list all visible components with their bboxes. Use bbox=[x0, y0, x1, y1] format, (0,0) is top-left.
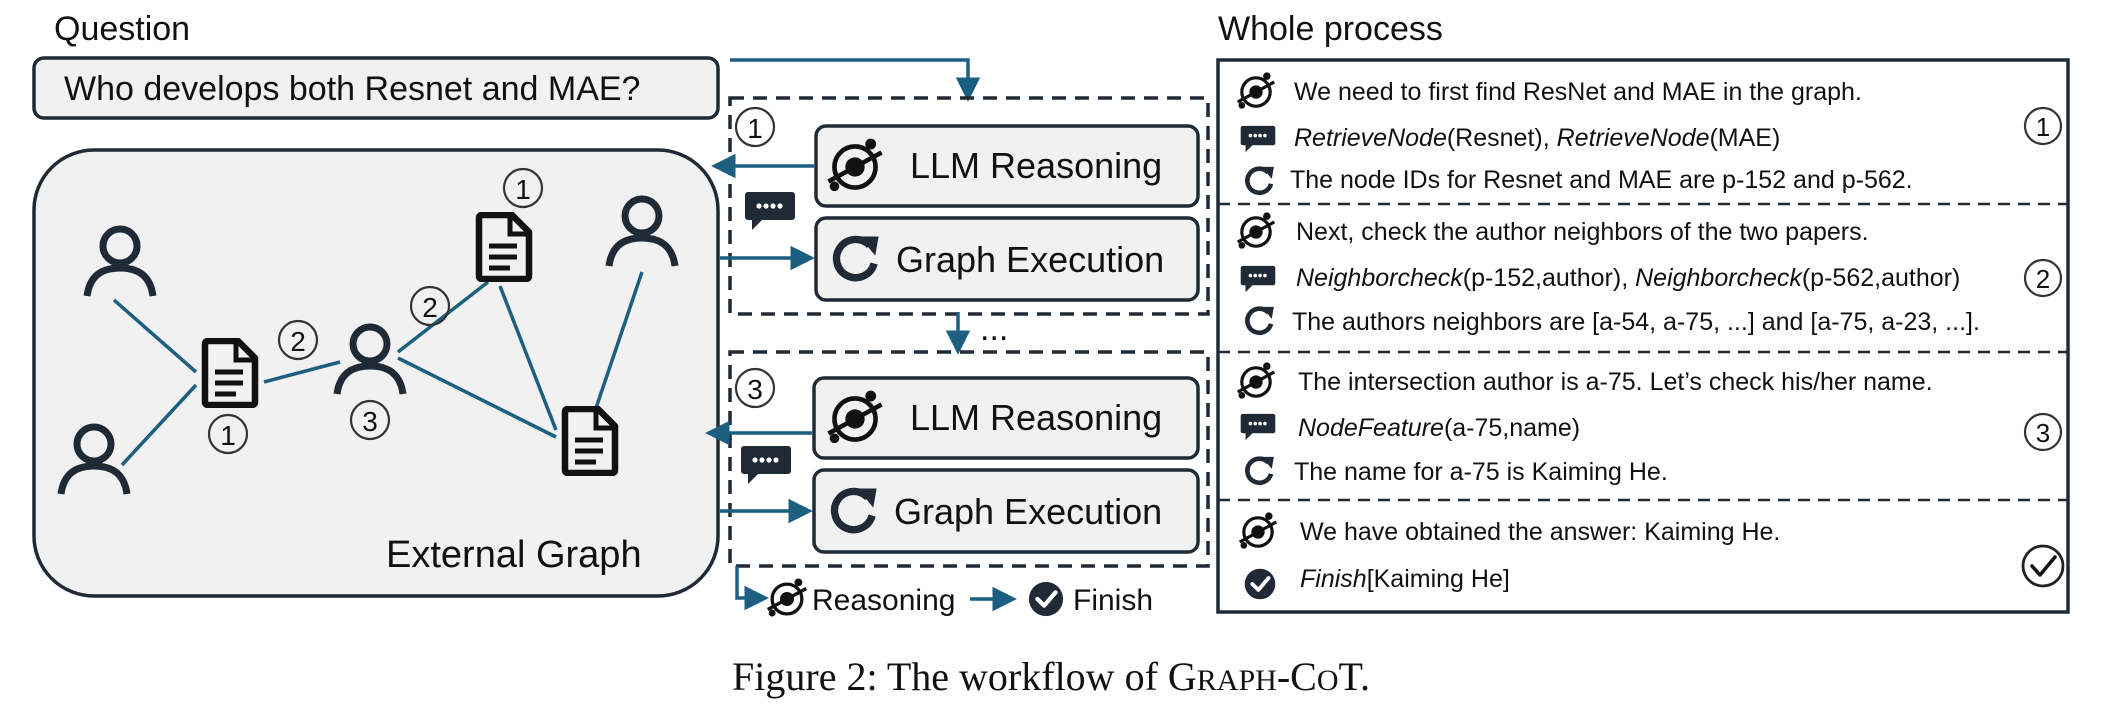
whole-process-heading: Whole process bbox=[1218, 10, 1443, 48]
step-thought: We need to first find ResNet and MAE in … bbox=[1294, 78, 1862, 106]
step-action: Finish[Kaiming He] bbox=[1300, 565, 1510, 593]
step-marker: 2 bbox=[2036, 264, 2050, 294]
graph-step-markers: 1 2 2 3 1 bbox=[207, 167, 544, 455]
whole-process-panel bbox=[1216, 58, 2070, 614]
question-to-reasoning-arrow bbox=[730, 58, 981, 102]
process-step-3: The intersection author is a-75. Let’s c… bbox=[1236, 362, 2063, 486]
step-marker: 1 bbox=[2036, 112, 2050, 142]
check-icon bbox=[1243, 567, 1277, 601]
llm-reasoning-label: LLM Reasoning bbox=[910, 145, 1162, 186]
legend-finish-label: Finish bbox=[1073, 584, 1153, 617]
final-reasoning-arrow bbox=[735, 566, 769, 611]
round-3-marker: 3 bbox=[747, 374, 763, 405]
round-3-group bbox=[728, 350, 1210, 568]
process-step-finish: We have obtained the answer: Kaiming He.… bbox=[1238, 512, 2065, 601]
check-icon bbox=[1029, 582, 1063, 616]
step-result: The authors neighbors are [a-54, a-75, .… bbox=[1292, 308, 1980, 336]
graph-execution-box bbox=[814, 216, 1200, 302]
ellipsis-label: ... bbox=[980, 310, 1008, 348]
step-action: RetrieveNode(Resnet), RetrieveNode(MAE) bbox=[1294, 124, 1780, 152]
step-action: NodeFeature(a-75,name) bbox=[1298, 414, 1580, 442]
question-box bbox=[32, 56, 720, 120]
step-marker: 2 bbox=[290, 326, 306, 357]
chat-icon bbox=[741, 446, 791, 484]
llm-reasoning-box bbox=[812, 376, 1200, 460]
step-thought: The intersection author is a-75. Let’s c… bbox=[1298, 368, 1933, 396]
graph-execution-box bbox=[812, 468, 1200, 554]
llm-reasoning-box bbox=[814, 124, 1200, 208]
llm-reasoning-label: LLM Reasoning bbox=[910, 397, 1162, 438]
process-dividers bbox=[1218, 202, 2068, 502]
step-marker: 1 bbox=[220, 420, 236, 451]
question-heading: Question bbox=[54, 10, 190, 48]
graph-execution-label: Graph Execution bbox=[896, 239, 1164, 280]
step-marker: 3 bbox=[2036, 418, 2050, 448]
step-result: The name for a-75 is Kaiming He. bbox=[1294, 458, 1668, 486]
round-1-group bbox=[728, 96, 1210, 316]
step-result: The node IDs for Resnet and MAE are p-15… bbox=[1290, 166, 1913, 194]
external-graph-panel bbox=[32, 148, 720, 598]
process-step-1: We need to first find ResNet and MAE in … bbox=[1236, 72, 2063, 194]
process-step-2: Next, check the author neighbors of the … bbox=[1236, 212, 2063, 336]
step-thought: Next, check the author neighbors of the … bbox=[1296, 218, 1869, 246]
step-marker: 1 bbox=[515, 174, 531, 205]
graph-edges bbox=[112, 271, 644, 467]
step-thought: We have obtained the answer: Kaiming He. bbox=[1300, 518, 1780, 546]
step-marker: 2 bbox=[422, 292, 438, 323]
external-graph-label: External Graph bbox=[386, 534, 642, 576]
step-marker: 3 bbox=[362, 406, 378, 437]
llm-icon bbox=[766, 578, 808, 619]
finish-check-icon bbox=[2021, 544, 2065, 588]
round-1-marker: 1 bbox=[747, 113, 763, 144]
chat-icon bbox=[745, 192, 795, 230]
question-text: Who develops both Resnet and MAE? bbox=[64, 70, 640, 108]
figure-caption: Figure 2: The workflow of GRAPH-COT. bbox=[732, 654, 1370, 699]
graph-execution-label: Graph Execution bbox=[894, 491, 1162, 532]
legend-reasoning-label: Reasoning bbox=[812, 584, 955, 617]
step-action: Neighborcheck(p-152,author), Neighborche… bbox=[1296, 264, 1960, 292]
